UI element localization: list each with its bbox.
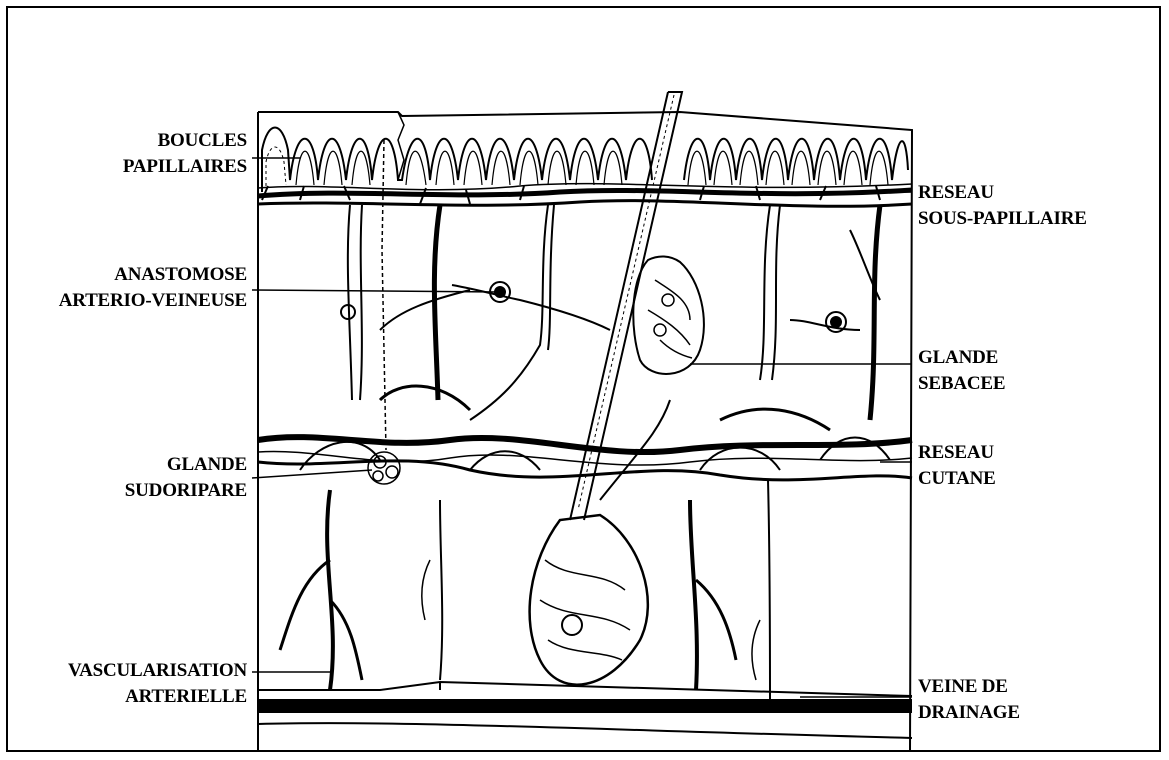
label-papillary-loops: BOUCLES PAPILLAIRES [123, 128, 247, 180]
label-sub-papillary-line1: RESEAU [918, 180, 1087, 206]
label-drainage-vein: VEINE DE DRAINAGE [918, 674, 1020, 726]
label-sweat-gland-line2: SUDORIPARE [125, 478, 247, 504]
sub-papillary-network [258, 184, 912, 207]
drainage-vein [258, 682, 912, 738]
label-sub-papillary-line2: SOUS-PAPILLAIRE [918, 206, 1087, 232]
label-sub-papillary-network: RESEAU SOUS-PAPILLAIRE [918, 180, 1087, 232]
label-sweat-gland-line1: GLANDE [125, 452, 247, 478]
label-sebaceous-line1: GLANDE [918, 345, 1005, 371]
label-sweat-gland: GLANDE SUDORIPARE [125, 452, 247, 504]
label-anastomosis-line1: ANASTOMOSE [59, 262, 247, 288]
label-arterial-vascularization: VASCULARISATION ARTERIELLE [68, 658, 247, 710]
label-arteriovenous-anastomosis: ANASTOMOSE ARTERIO-VEINEUSE [59, 262, 247, 314]
label-drainage-line2: DRAINAGE [918, 700, 1020, 726]
label-cutaneous-network: RESEAU CUTANE [918, 440, 996, 492]
sebaceous-gland [633, 256, 704, 373]
label-cutaneous-line1: RESEAU [918, 440, 996, 466]
label-papillary-loops-line2: PAPILLAIRES [123, 154, 247, 180]
label-drainage-line1: VEINE DE [918, 674, 1020, 700]
label-vascularization-line1: VASCULARISATION [68, 658, 247, 684]
epidermis-papillae [262, 128, 908, 193]
label-anastomosis-line2: ARTERIO-VEINEUSE [59, 288, 247, 314]
label-vascularization-line2: ARTERIELLE [68, 684, 247, 710]
leader-lines [252, 158, 912, 697]
hair-follicle [530, 92, 682, 685]
cutaneous-network [258, 386, 912, 480]
label-sebaceous-gland: GLANDE SEBACEE [918, 345, 1005, 397]
label-cutaneous-line2: CUTANE [918, 466, 996, 492]
label-papillary-loops-line1: BOUCLES [123, 128, 247, 154]
label-sebaceous-line2: SEBACEE [918, 371, 1005, 397]
deep-arteries [280, 480, 770, 700]
